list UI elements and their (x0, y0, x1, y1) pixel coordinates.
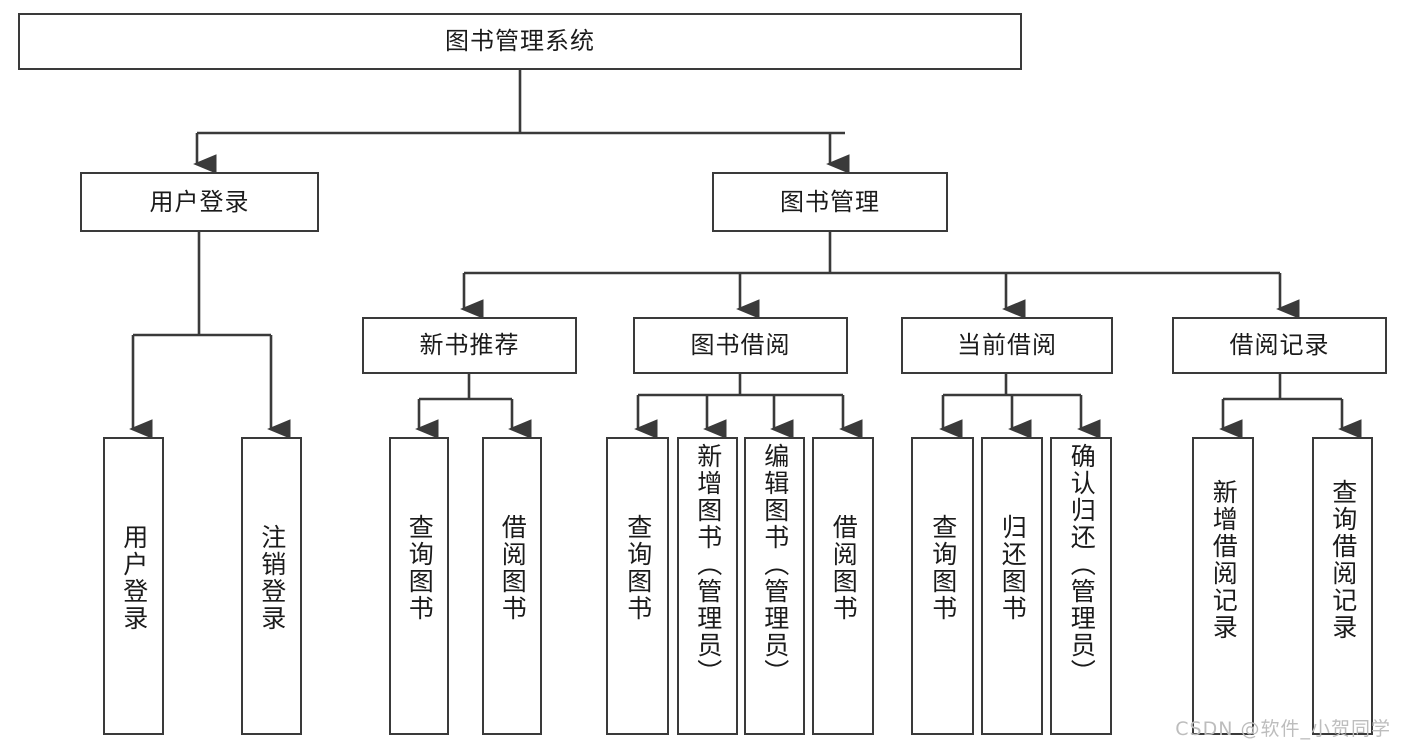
leaf-return-books[interactable]: 归还图书 (981, 437, 1043, 735)
leaf-query-books-recommend[interactable]: 查询图书 (389, 437, 449, 735)
node-label: 查询图书 (623, 514, 653, 622)
node-book-management[interactable]: 图书管理 (712, 172, 948, 232)
node-label: 用户登录 (149, 187, 250, 216)
leaf-borrow-books-recommend[interactable]: 借阅图书 (482, 437, 542, 735)
node-label: 确认归还（管理员） (1067, 443, 1097, 686)
node-new-book-recommendation[interactable]: 新书推荐 (362, 317, 577, 374)
leaf-query-books-borrow[interactable]: 查询图书 (606, 437, 669, 735)
node-label: 注销登录 (257, 524, 287, 632)
leaf-query-borrow-record[interactable]: 查询借阅记录 (1312, 437, 1373, 735)
node-label: 图书管理系统 (445, 27, 595, 56)
node-label: 图书借阅 (690, 331, 791, 360)
node-label: 图书管理 (780, 187, 880, 216)
node-label: 借阅图书 (829, 514, 859, 622)
leaf-confirm-return-admin[interactable]: 确认归还（管理员） (1050, 437, 1112, 735)
node-label: 查询图书 (928, 514, 958, 622)
node-label: 查询借阅记录 (1328, 479, 1358, 641)
leaf-borrow-books[interactable]: 借阅图书 (812, 437, 874, 735)
node-borrow-records[interactable]: 借阅记录 (1172, 317, 1387, 374)
node-label: 借阅记录 (1229, 331, 1330, 360)
node-label: 用户登录 (119, 524, 149, 632)
leaf-query-books-current[interactable]: 查询图书 (911, 437, 974, 735)
leaf-logout[interactable]: 注销登录 (241, 437, 302, 735)
node-label: 编辑图书（管理员） (760, 443, 790, 686)
node-book-borrow[interactable]: 图书借阅 (633, 317, 848, 374)
leaf-add-borrow-record[interactable]: 新增借阅记录 (1192, 437, 1254, 735)
node-root-book-management-system[interactable]: 图书管理系统 (18, 13, 1022, 70)
watermark: CSDN @软件_小贺同学 (1175, 718, 1391, 740)
node-current-borrow[interactable]: 当前借阅 (901, 317, 1113, 374)
leaf-edit-book-admin[interactable]: 编辑图书（管理员） (744, 437, 805, 735)
node-label: 查询图书 (405, 514, 435, 622)
leaf-user-login[interactable]: 用户登录 (103, 437, 164, 735)
node-label: 新书推荐 (419, 331, 520, 360)
node-label: 借阅图书 (498, 514, 528, 622)
node-user-login[interactable]: 用户登录 (80, 172, 319, 232)
node-label: 新增借阅记录 (1209, 479, 1239, 641)
leaf-add-book-admin[interactable]: 新增图书（管理员） (677, 437, 738, 735)
node-label: 新增图书（管理员） (693, 443, 723, 686)
node-label: 归还图书 (998, 514, 1028, 622)
node-label: 当前借阅 (957, 331, 1057, 360)
